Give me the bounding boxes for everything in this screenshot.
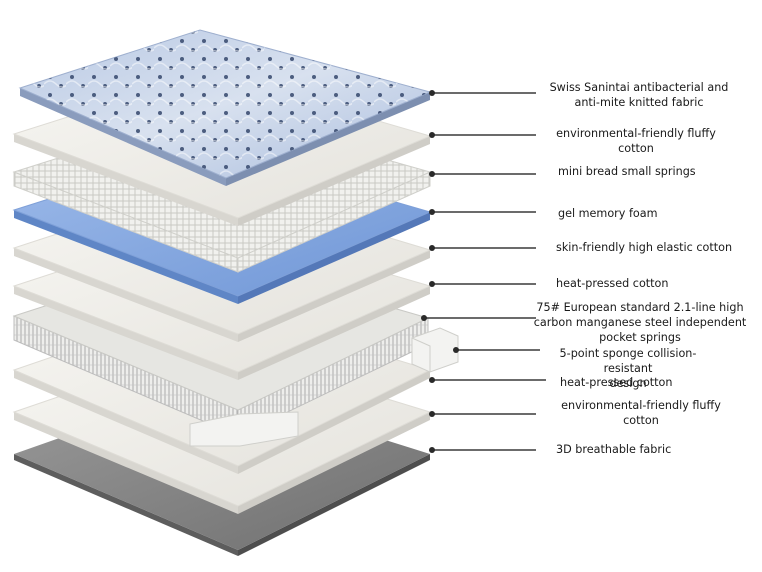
layer-label-line: skin-friendly high elastic cotton: [556, 241, 733, 254]
layer-label-line: 5-point sponge collision-resistant: [559, 347, 697, 375]
layer-label-line: heat-pressed cotton: [560, 376, 673, 389]
leader-dot-5: [429, 245, 435, 251]
sponge-collision-block-right: [411, 327, 459, 373]
layer-label-line: cotton: [618, 142, 654, 155]
layer-label-6: heat-pressed cotton: [556, 276, 756, 291]
layer-label-line: carbon manganese steel independent: [533, 316, 747, 329]
layer-label-7: 75# European standard 2.1-line high carbo…: [530, 300, 750, 345]
layer-label-1: Swiss Sanintai antibacterial and anti-mit…: [539, 80, 739, 110]
layer-label-line: Swiss Sanintai antibacterial and: [549, 81, 729, 94]
layer-label-3: mini bread small springs: [558, 164, 758, 179]
leader-dot-7: [421, 315, 427, 321]
leader-dot-10: [429, 411, 435, 417]
layer-label-2: environmental-friendly fluffy cotton: [536, 126, 736, 156]
leader-dot-6: [429, 281, 435, 287]
leader-dot-2: [429, 132, 435, 138]
leader-dot-9: [429, 377, 435, 383]
layer-label-line: mini bread small springs: [558, 165, 696, 178]
layer-label-9: heat-pressed cotton: [560, 375, 760, 390]
layer-label-line: cotton: [623, 414, 659, 427]
layer-label-line: pocket springs: [599, 331, 681, 344]
leader-dot-1: [429, 90, 435, 96]
leader-lines: [421, 90, 546, 453]
layer-label-8: 5-point sponge collision-resistant design: [538, 346, 718, 391]
layer-label-line: gel memory foam: [558, 207, 658, 220]
layer-label-11: 3D breathable fabric: [556, 442, 756, 457]
layer-label-4: gel memory foam: [558, 206, 758, 221]
layer-label-line: 3D breathable fabric: [556, 443, 672, 456]
layer-label-line: anti-mite knitted fabric: [574, 96, 704, 109]
leader-dot-8: [453, 347, 459, 353]
leader-dot-11: [429, 447, 435, 453]
layer-label-5: skin-friendly high elastic cotton: [556, 240, 756, 255]
layer-label-10: environmental-friendly fluffy cotton: [546, 398, 736, 428]
leader-dot-3: [429, 171, 435, 177]
layer-label-line: environmental-friendly fluffy: [556, 127, 716, 140]
leader-dot-4: [429, 209, 435, 215]
layer-knitted-fabric-top: [18, 29, 432, 186]
layer-label-line: heat-pressed cotton: [556, 277, 669, 290]
sponge-collision-block-front: [189, 411, 299, 447]
layer-label-line: design: [609, 377, 647, 390]
layer-label-line: 75# European standard 2.1-line high: [536, 301, 744, 314]
layer-label-line: environmental-friendly fluffy: [561, 399, 721, 412]
